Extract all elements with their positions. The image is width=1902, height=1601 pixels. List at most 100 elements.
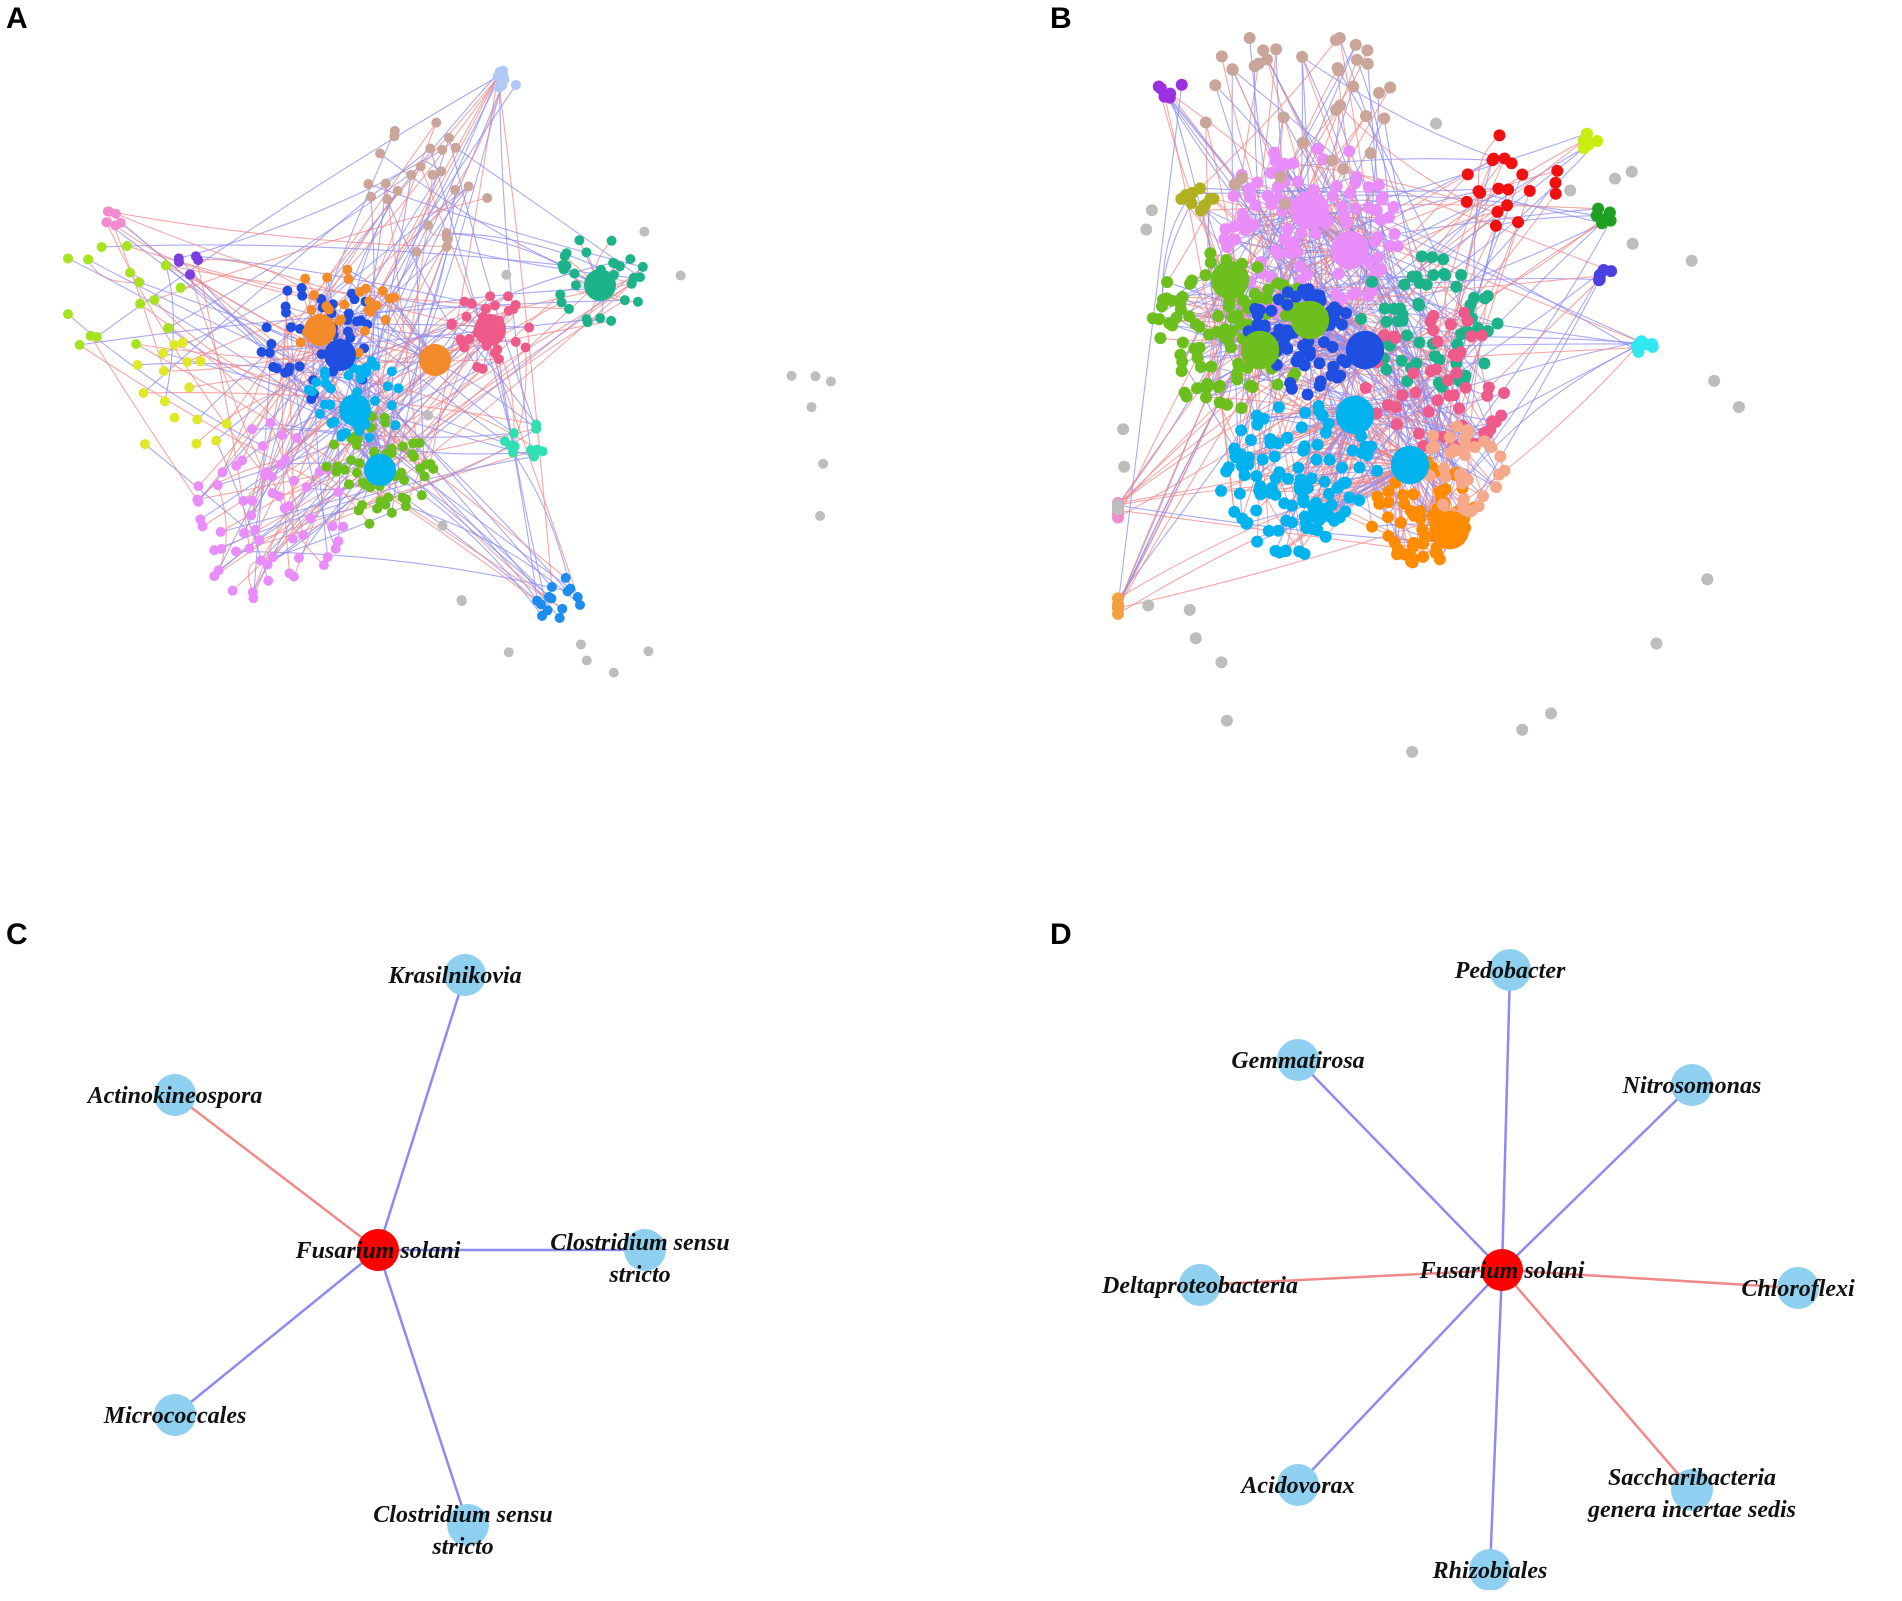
edge xyxy=(1117,504,1444,543)
hub-node xyxy=(1290,300,1330,340)
otu-node xyxy=(1235,401,1248,414)
hub-label: Fusarium solani xyxy=(1419,1258,1585,1284)
otu-node xyxy=(1311,438,1324,451)
otu-node xyxy=(1398,548,1411,561)
otu-node xyxy=(1313,357,1326,370)
otu-node xyxy=(139,439,150,450)
network-a xyxy=(63,65,836,678)
otu-node xyxy=(288,571,299,582)
otu-node xyxy=(306,304,317,315)
otu-node xyxy=(366,191,377,202)
otu-node xyxy=(570,280,581,291)
otu-node xyxy=(333,536,344,547)
otu-node xyxy=(1227,190,1240,203)
otu-node xyxy=(390,420,401,431)
otu-node xyxy=(191,438,202,449)
otu-node xyxy=(1161,276,1174,289)
otu-node xyxy=(1218,232,1231,245)
otu-node xyxy=(1257,44,1270,57)
otu-node xyxy=(1444,446,1457,459)
edge xyxy=(252,343,272,599)
otu-node xyxy=(63,309,73,320)
association-edge xyxy=(174,1249,379,1416)
taxon-node xyxy=(1489,949,1531,991)
otu-node xyxy=(1189,632,1202,645)
otu-node xyxy=(1481,290,1494,303)
otu-node xyxy=(1165,294,1178,307)
otu-node xyxy=(1350,53,1363,66)
otu-node xyxy=(1212,309,1225,322)
edge xyxy=(1117,401,1221,511)
otu-node xyxy=(520,342,531,353)
otu-node xyxy=(291,433,302,444)
otu-node xyxy=(1183,310,1196,323)
otu-node xyxy=(1388,227,1401,240)
otu-node xyxy=(1235,424,1248,437)
otu-node xyxy=(524,322,535,333)
otu-node xyxy=(537,446,548,457)
otu-node xyxy=(1309,496,1322,509)
otu-node xyxy=(158,365,169,376)
otu-node xyxy=(386,366,397,377)
otu-node xyxy=(297,290,308,301)
otu-node xyxy=(1551,164,1564,177)
edge xyxy=(311,71,501,311)
otu-node xyxy=(375,148,386,159)
node-layer: Fusarium solaniPedobacterGemmatirosaNitr… xyxy=(1101,949,1855,1590)
otu-node xyxy=(1292,461,1305,474)
edge xyxy=(1231,69,1239,455)
otu-node xyxy=(498,65,509,76)
otu-node xyxy=(1481,389,1494,402)
otu-node xyxy=(1394,516,1407,529)
otu-node xyxy=(382,381,393,392)
otu-node xyxy=(1222,461,1235,474)
node-layer xyxy=(1112,32,1745,758)
otu-node xyxy=(1337,163,1350,176)
otu-node xyxy=(1732,400,1745,413)
otu-node xyxy=(1324,510,1337,523)
otu-node xyxy=(1265,304,1278,317)
otu-node xyxy=(264,347,275,358)
otu-node xyxy=(375,496,386,507)
otu-node xyxy=(383,492,394,503)
otu-node xyxy=(1253,303,1266,316)
otu-node xyxy=(1685,254,1698,267)
otu-node xyxy=(1443,389,1456,402)
otu-node xyxy=(1281,431,1294,444)
otu-node xyxy=(1478,435,1491,448)
panel-label-d: D xyxy=(1050,918,1072,951)
otu-node xyxy=(1250,504,1263,517)
otu-node xyxy=(606,235,617,246)
otu-node xyxy=(169,339,180,350)
otu-node xyxy=(825,376,836,387)
otu-node xyxy=(1272,401,1285,414)
otu-node xyxy=(359,325,370,336)
otu-node xyxy=(1413,336,1426,349)
otu-node xyxy=(254,535,265,546)
otu-node xyxy=(192,494,203,505)
otu-node xyxy=(1489,219,1502,232)
otu-node xyxy=(1239,214,1252,227)
otu-node xyxy=(411,246,422,257)
otu-node xyxy=(321,461,332,472)
edge xyxy=(1249,37,1288,305)
otu-node xyxy=(1251,535,1264,548)
otu-node xyxy=(1281,222,1294,235)
otu-node xyxy=(343,370,354,381)
otu-node xyxy=(1391,240,1404,253)
otu-node xyxy=(1406,745,1419,758)
otu-node xyxy=(564,303,575,314)
edge xyxy=(167,165,421,329)
otu-node xyxy=(1334,369,1347,382)
taxon-label: Deltaproteobacteria xyxy=(1101,1273,1298,1299)
edge xyxy=(1495,215,1597,227)
otu-node xyxy=(1226,63,1239,76)
otu-node xyxy=(121,240,132,251)
otu-node xyxy=(1396,314,1409,327)
otu-node xyxy=(325,399,336,410)
otu-node xyxy=(1380,363,1393,376)
otu-node xyxy=(1375,193,1388,206)
otu-node xyxy=(1269,244,1282,257)
otu-node xyxy=(1118,460,1131,473)
